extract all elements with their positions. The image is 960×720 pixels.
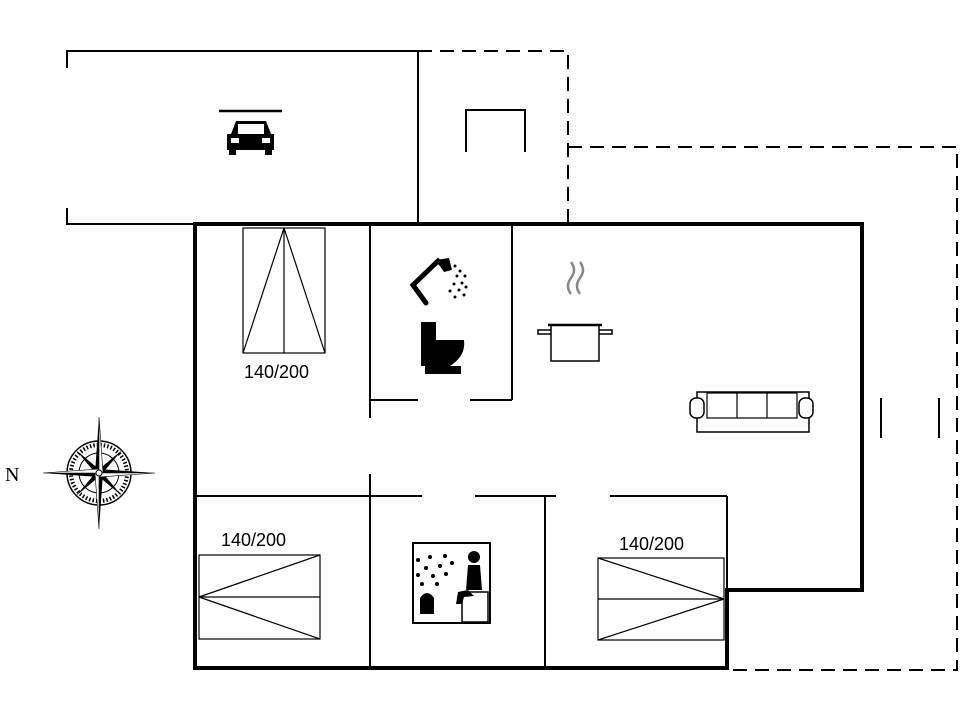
terrace-dashed-outline [568,146,958,671]
compass-rose-icon [42,416,156,530]
interior-walls [195,224,728,668]
exterior-wall [193,222,864,670]
carport-dashed-outline [418,50,569,222]
terrace-outline [418,50,958,671]
car-icon [219,109,282,155]
cooking-pot-icon [537,261,613,362]
sauna-icon [412,542,491,624]
bed-icon [242,227,326,354]
carport [66,50,526,225]
bed-icon [198,554,321,640]
shower-icon [409,257,468,306]
carport-icon [465,109,526,152]
north-label: N [5,464,19,486]
bed-size-label: 140/200 [244,362,309,382]
carport-wall [66,50,419,222]
toilet-icon [421,322,465,374]
house-walls [193,222,864,670]
sofa-icon [689,391,814,433]
bed-icon [597,557,725,641]
carport-wall [66,208,195,225]
bed-size-label: 140/200 [619,534,684,554]
bed-size-label: 140/200 [221,530,286,550]
